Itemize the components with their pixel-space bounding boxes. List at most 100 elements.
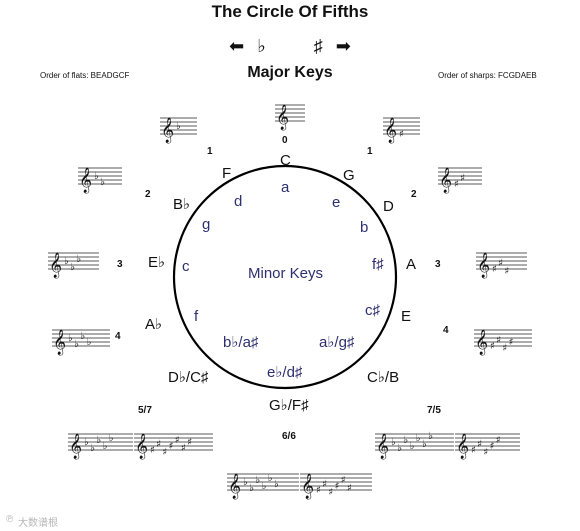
sharp-icon: ♯: [504, 266, 509, 277]
key-signature-staff: 𝄞♭♭♭♭♭♭: [227, 473, 299, 499]
watermark-logo-icon: ℗: [6, 514, 14, 525]
sharp-icon: ♯: [335, 481, 340, 492]
minor-key-label: b♭/a♯: [223, 334, 259, 351]
key-signature-staff: 𝄞♭♭: [78, 167, 122, 193]
treble-clef-icon: 𝄞: [477, 252, 490, 278]
major-key-label: B♭: [173, 196, 191, 213]
order-of-sharps-note: Order of sharps: FCGDAEB: [438, 71, 537, 80]
treble-clef-icon: 𝄞: [276, 104, 289, 130]
key-signature-staff: 𝄞♭♭♭♭♭: [68, 433, 133, 459]
sharp-icon: ♯: [477, 439, 482, 450]
flat-icon: ♭: [68, 333, 73, 344]
key-signature-staff: 𝄞♭: [160, 117, 197, 143]
sharp-icon: ♯: [460, 173, 465, 184]
minor-key-label: c: [182, 258, 190, 275]
treble-clef-icon: 𝄞: [49, 252, 62, 278]
sharp-icon: ♯: [150, 445, 155, 456]
order-of-flats-note: Order of flats: BEADGCF: [40, 71, 130, 80]
flat-icon: ♭: [96, 435, 101, 446]
flat-icon: ♭: [262, 481, 267, 492]
accidental-count-label: 3: [117, 259, 123, 270]
accidental-count-label: 1: [367, 146, 373, 157]
major-key-label: G♭/F♯: [269, 397, 309, 414]
direction-row: ⬅ ♭ ♯ ➡: [0, 36, 580, 57]
sharp-icon: ♯: [341, 475, 346, 486]
sharp-icon: ♯: [399, 129, 404, 140]
major-key-label: C♭/B: [367, 369, 400, 386]
accidental-count-label: 0: [282, 135, 288, 146]
accidental-count-label: 4: [443, 325, 449, 336]
sharp-icon: ♯: [492, 264, 497, 275]
treble-clef-icon: 𝄞: [301, 473, 314, 499]
key-signature-staff: 𝄞♯: [383, 117, 420, 143]
major-key-label: A♭: [145, 316, 163, 333]
treble-clef-icon: 𝄞: [135, 433, 148, 459]
minor-key-label: b: [360, 219, 369, 236]
accidental-count-label: 6/6: [282, 431, 296, 442]
accidental-count-label: 1: [207, 146, 213, 157]
flat-icon: ♭: [87, 337, 92, 348]
treble-clef-icon: 𝄞: [376, 433, 389, 459]
major-key-label: G: [343, 167, 355, 184]
key-signature-staff: 𝄞♭♭♭♭: [52, 329, 110, 355]
treble-clef-icon: 𝄞: [79, 167, 92, 193]
flat-icon: ♭: [257, 36, 266, 56]
minor-key-label: c♯: [365, 302, 380, 319]
sharp-icon: ♯: [313, 36, 323, 56]
sharp-icon: ♯: [483, 447, 488, 458]
treble-clef-icon: 𝄞: [384, 117, 397, 143]
major-keys-heading: Major Keys: [247, 64, 333, 81]
flat-icon: ♭: [109, 433, 114, 444]
accidental-count-label: 5/7: [138, 405, 152, 416]
accidental-count-label: 2: [145, 189, 151, 200]
flat-icon: ♭: [94, 171, 99, 182]
flat-icon: ♭: [76, 254, 81, 265]
major-key-label: D♭/C♯: [168, 369, 209, 386]
treble-clef-icon: 𝄞: [475, 329, 488, 355]
flat-icon: ♭: [416, 433, 421, 444]
major-key-label: D: [383, 198, 394, 215]
sharp-icon: ♯: [496, 335, 501, 346]
sharp-icon: ♯: [322, 479, 327, 490]
treble-clef-icon: 𝄞: [439, 167, 452, 193]
minor-key-label: g: [202, 216, 211, 233]
sharp-icon: ♯: [496, 435, 501, 446]
key-signature-staff: 𝄞♯♯♯♯: [474, 329, 532, 355]
flat-icon: ♭: [410, 441, 415, 452]
key-signature-staff: 𝄞♯♯♯♯♯♯♯: [134, 433, 213, 459]
sharp-icon: ♯: [490, 341, 495, 352]
flat-icon: ♭: [70, 262, 75, 273]
sharp-icon: ♯: [471, 445, 476, 456]
treble-clef-icon: 𝄞: [161, 117, 174, 143]
flat-icon: ♭: [428, 431, 433, 442]
flat-icon: ♭: [391, 437, 396, 448]
major-key-label: C: [280, 152, 291, 169]
minor-key-label: d: [234, 193, 243, 210]
key-signature-staff: 𝄞♯♯♯♯♯♯: [300, 473, 372, 499]
flat-icon: ♭: [90, 443, 95, 454]
key-signature-staff: 𝄞♯♯: [438, 167, 482, 193]
minor-key-label: f: [194, 308, 199, 325]
major-key-label: A: [406, 256, 417, 273]
flat-icon: ♭: [268, 473, 273, 484]
sharp-icon: ♯: [328, 487, 333, 498]
key-signature-staff: 𝄞♯♯♯: [476, 252, 527, 278]
flat-icon: ♭: [64, 256, 69, 267]
key-signature-staff: 𝄞♭♭♭: [48, 252, 99, 278]
sharp-icon: ♯: [162, 447, 167, 458]
flat-icon: ♭: [243, 477, 248, 488]
flat-icon: ♭: [255, 475, 260, 486]
major-key-label: F: [222, 165, 232, 182]
sharp-icon: ♯: [490, 441, 495, 452]
minor-key-label: f♯: [372, 256, 384, 273]
flat-icon: ♭: [397, 443, 402, 454]
sharp-icon: ♯: [502, 343, 507, 354]
ring-circle: [172, 164, 398, 390]
sharp-icon: ♯: [316, 485, 321, 496]
treble-clef-icon: 𝄞: [456, 433, 469, 459]
minor-keys-heading: Minor Keys: [248, 265, 324, 282]
key-signature-staff: 𝄞♯♯♯♯♯: [455, 433, 520, 459]
flat-icon: ♭: [80, 331, 85, 342]
minor-key-label: a: [281, 179, 290, 196]
